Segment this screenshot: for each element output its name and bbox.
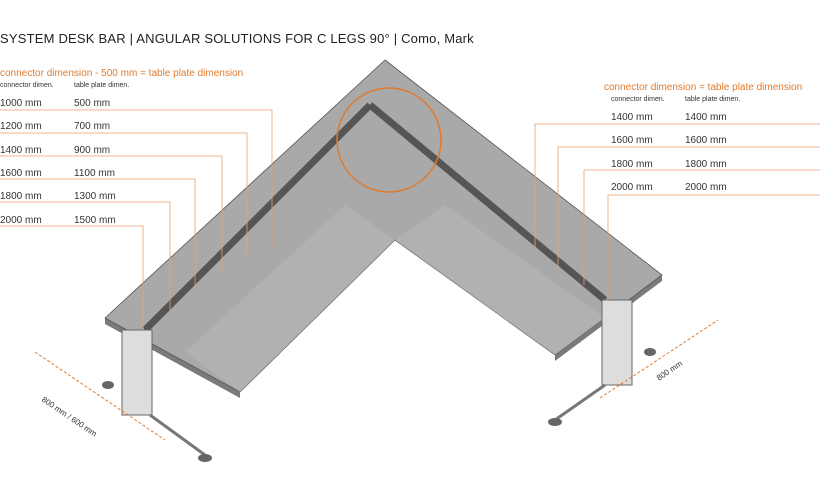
plate-dimension: 900 mm xyxy=(74,144,111,156)
plate-dimension: 1400 mm xyxy=(685,112,727,123)
frame-bar xyxy=(367,102,608,303)
detail-highlight-circle xyxy=(336,87,442,193)
leader-lines-left xyxy=(0,109,273,330)
plate-dimension: 500 mm xyxy=(74,98,111,109)
connector-dimension: 2000 mm xyxy=(0,214,42,226)
right-col1-header: connector dimen. xyxy=(611,96,665,103)
connector-dimension: 1200 mm xyxy=(0,121,42,133)
connector-dimension: 1600 mm xyxy=(0,167,42,179)
connector-dimension: 1400 mm xyxy=(611,112,653,123)
c-leg-left xyxy=(102,329,212,462)
frame-bar xyxy=(142,102,373,333)
plate-dimension: 700 mm xyxy=(74,121,111,133)
plate-dimension: 2000 mm xyxy=(685,181,727,193)
leader-lines-right xyxy=(534,123,820,300)
left-col1-header: connector dimen. xyxy=(0,82,54,89)
desk-plate-front xyxy=(185,205,395,392)
depth-dimension-right xyxy=(599,319,719,399)
right-col2-header: table plate dimen. xyxy=(685,96,741,103)
right-table-heading: connector dimension = table plate dimens… xyxy=(604,82,803,93)
depth-dimension-left xyxy=(34,351,166,441)
connector-dimension: 1600 mm xyxy=(611,135,653,147)
plate-dimension: 1100 mm xyxy=(74,167,115,179)
left-col2-header: table plate dimen. xyxy=(74,82,130,89)
connector-dimension: 2000 mm xyxy=(611,181,653,193)
plate-dimension: 1300 mm xyxy=(74,191,116,203)
connector-dimension: 1400 mm xyxy=(0,144,42,156)
plate-dimension: 1600 mm xyxy=(685,135,727,147)
connector-dimension: 1000 mm xyxy=(0,98,42,109)
plate-dimension: 1800 mm xyxy=(685,158,727,170)
left-table-heading: connector dimension - 500 mm = table pla… xyxy=(0,68,244,79)
page-title: SYSTEM DESK BAR | ANGULAR SOLUTIONS FOR … xyxy=(0,31,474,46)
connector-dimension: 1800 mm xyxy=(611,158,653,170)
desk-plate-front xyxy=(395,205,605,355)
connector-dimension: 1800 mm xyxy=(0,191,42,203)
c-leg-right xyxy=(548,299,656,426)
plate-dimension: 1500 mm xyxy=(74,214,116,226)
